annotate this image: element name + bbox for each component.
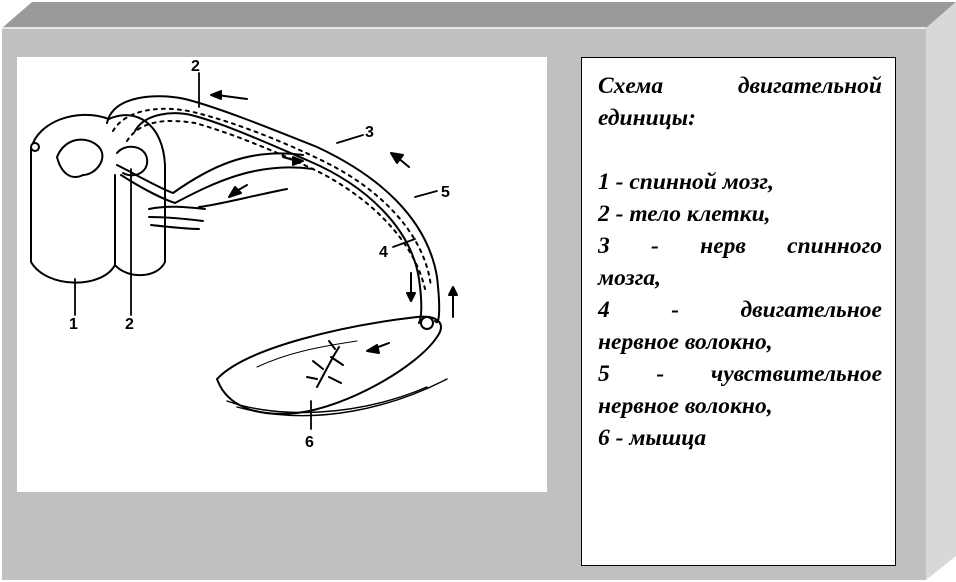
muscle-shape — [216, 315, 448, 417]
legend-item-2: 2 - тело клетки, — [598, 201, 771, 227]
diagram-panel: 1 2 2 3 4 5 6 — [17, 57, 547, 492]
legend-item-6: 6 - мышца — [598, 425, 707, 451]
legend-item-5-line-1: 5 - чувствительное — [598, 361, 882, 387]
legend-item-3-line-1: 3 - нерв спинного — [598, 233, 882, 259]
legend-title-line-1: Схема двигательной — [598, 73, 882, 99]
leader-lines — [74, 72, 438, 430]
diagram-label-2-lower: 2 — [125, 316, 134, 333]
diagram-label-2-upper: 2 — [191, 58, 200, 75]
diagram-label-3: 3 — [365, 124, 374, 141]
diagram-label-5: 5 — [441, 184, 450, 201]
legend-item-3-line-2: мозга, — [598, 265, 662, 291]
legend-item-5-line-2: нервное волокно, — [598, 393, 773, 419]
legend-title-line-2: единицы: — [598, 105, 696, 131]
nerve-path — [106, 95, 441, 324]
diagram-label-6: 6 — [305, 434, 314, 451]
direction-arrows — [210, 90, 458, 354]
motor-unit-diagram: 1 2 2 3 4 5 6 — [30, 58, 458, 451]
diagram-label-1: 1 — [69, 316, 78, 333]
spinal-cord-shape — [30, 113, 166, 284]
legend-item-1: 1 - спинной мозг, — [598, 169, 774, 195]
diagram-label-4: 4 — [379, 244, 388, 261]
legend-content: Схема двигательной единицы: 1 - спинной … — [598, 70, 882, 454]
legend-item-4-line-2: нервное волокно, — [598, 329, 773, 355]
legend-item-4-line-1: 4 - двигательное — [598, 297, 882, 323]
legend-panel: Схема двигательной единицы: 1 - спинной … — [581, 57, 896, 566]
